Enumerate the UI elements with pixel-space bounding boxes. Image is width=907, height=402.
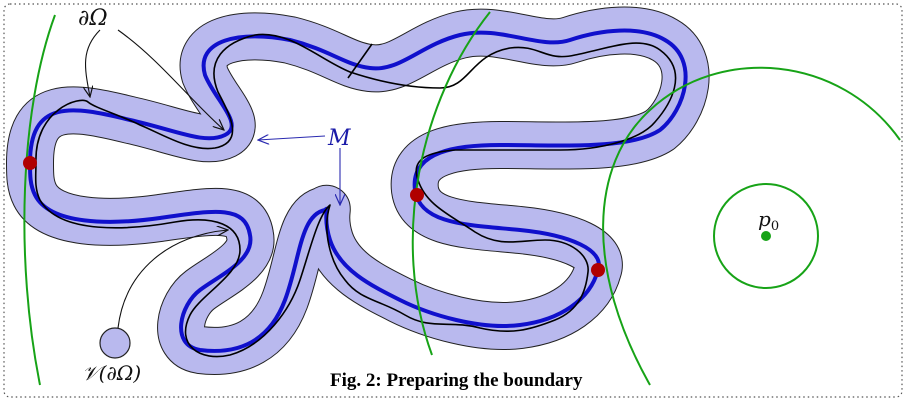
figure-caption: Fig. 2: Preparing the boundary — [330, 370, 583, 391]
neighborhood-arrow — [117, 230, 228, 329]
manifold-label: M — [327, 126, 351, 151]
circle-around-p0 — [713, 183, 819, 289]
boundary-curve — [34, 33, 677, 358]
intersection-marker — [23, 156, 37, 170]
point-label: p0 — [758, 207, 779, 234]
frame — [3, 3, 903, 398]
green-arc-left — [23, 14, 56, 386]
tube-neighborhood — [30, 31, 686, 351]
green-arc-middle — [411, 11, 491, 356]
tube-cut — [347, 43, 373, 79]
neighborhood-label: 𝒱(∂Ω) — [82, 361, 141, 385]
boundary-arrow — [117, 29, 224, 130]
boundary-arrow — [86, 29, 101, 97]
neighborhood-blob — [99, 327, 131, 359]
intersection-marker — [410, 188, 424, 202]
point-p0 — [761, 231, 771, 241]
boundary-label: ∂Ω — [78, 6, 108, 31]
manifold-arrow — [258, 136, 326, 140]
green-arc-right — [602, 66, 901, 386]
intersection-marker — [591, 263, 605, 277]
